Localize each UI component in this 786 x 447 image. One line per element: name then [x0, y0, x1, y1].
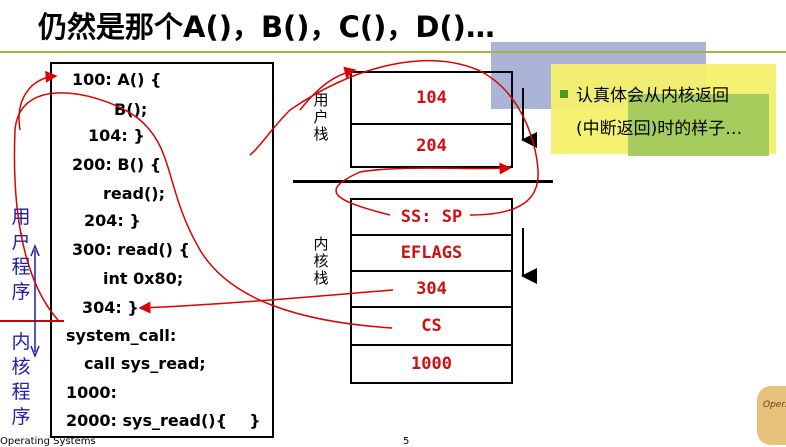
logo-text: Oper...	[763, 400, 786, 410]
label-char: 序	[11, 281, 31, 303]
user-kernel-boundary-rule	[0, 320, 64, 322]
sp-arrow-head	[299, 66, 357, 111]
label-char: 用	[313, 91, 329, 109]
user-program-label: 用 户 程 序	[10, 205, 32, 305]
user-kernel-divider	[293, 180, 553, 183]
return-flow-curve	[13, 92, 393, 329]
kernel-stack-cell: 1000	[350, 344, 513, 384]
code-line: 2000: sys_read(){ }	[66, 411, 261, 430]
code-line: 204: }	[84, 211, 141, 230]
page-number: 5	[403, 436, 410, 447]
label-char: 内	[11, 331, 31, 353]
code-box	[50, 62, 274, 438]
label-char: 核	[313, 252, 329, 270]
code-line: 104: }	[88, 126, 145, 145]
user-stack-label: 用 户 栈	[312, 92, 330, 143]
arrow-down-icon	[30, 345, 40, 359]
bullet-line-2: (中断返回)时的样子…	[576, 119, 743, 139]
return-to-100-arrow	[18, 70, 58, 131]
bullet-note: 认真体会从内核返回 (中断返回)时的样子…	[560, 80, 742, 146]
footer-course-name: Operating Systems	[0, 436, 96, 447]
return-to-304-arrow	[138, 289, 394, 314]
kernel-stack-label: 内 核 栈	[312, 236, 330, 287]
sp-to-user-stack-curve	[249, 60, 539, 216]
label-char: 内	[313, 235, 329, 253]
code-line: 200: B() {	[72, 155, 162, 174]
bullet-square-icon	[560, 90, 568, 98]
code-line: 300: read() {	[72, 240, 190, 259]
title-underline	[0, 51, 786, 53]
code-line: int 0x80;	[103, 269, 184, 288]
label-char: 栈	[313, 269, 329, 287]
label-char: 户	[11, 231, 31, 253]
ss-sp-link-arrow	[335, 162, 512, 216]
label-char: 程	[11, 381, 31, 403]
code-line: 100: A() {	[72, 70, 162, 89]
arrow-up-icon	[30, 243, 40, 257]
code-line: 1000:	[66, 383, 117, 402]
kernel-program-label: 内 核 程 序	[10, 330, 32, 430]
code-line: call sys_read;	[84, 354, 206, 373]
decor-green-block	[628, 94, 769, 156]
slide-title: 仍然是那个A()，B()，C()，D()…	[38, 10, 495, 44]
code-line: read();	[103, 184, 166, 203]
label-char: 栈	[313, 125, 329, 143]
label-char: 序	[11, 406, 31, 428]
label-char: 用	[11, 206, 31, 228]
label-char: 户	[313, 108, 329, 126]
code-line: B();	[114, 100, 148, 119]
course-logo: Oper...	[757, 386, 786, 445]
label-char: 程	[11, 256, 31, 278]
code-line: 304: }	[82, 298, 139, 317]
bullet-line-1: 认真体会从内核返回	[576, 86, 729, 106]
label-char: 核	[11, 356, 31, 378]
code-line: system_call:	[66, 326, 177, 345]
user-stack-cell: 204	[350, 123, 513, 168]
